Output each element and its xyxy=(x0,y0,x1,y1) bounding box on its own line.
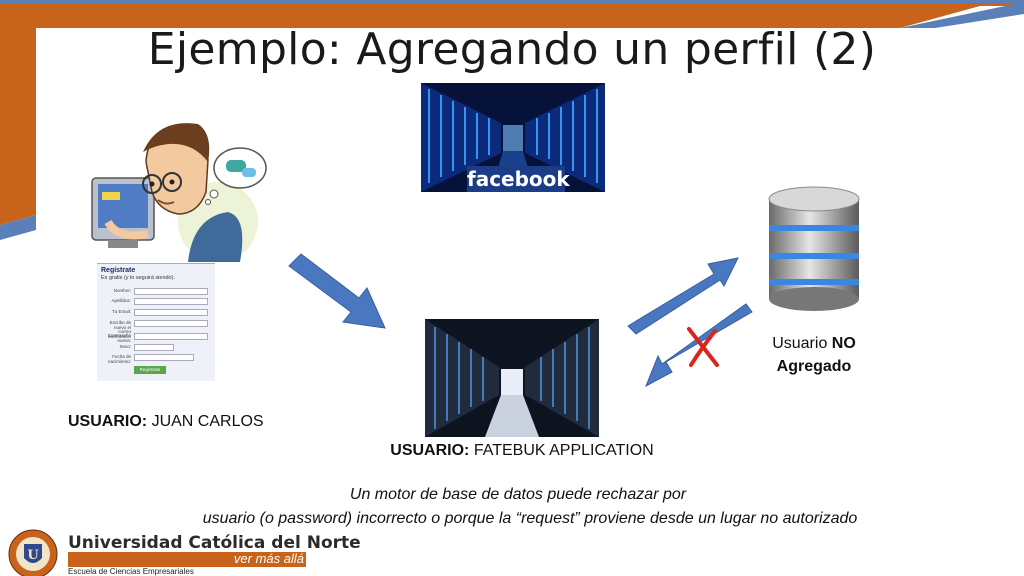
facebook-datacenter-image: facebook xyxy=(421,83,605,192)
form-heading: Regístrate xyxy=(101,267,136,274)
form-field-input xyxy=(134,298,208,305)
form-field-label: Contraseña nueva: xyxy=(107,333,131,343)
user-left-name: JUAN CARLOS xyxy=(151,413,264,430)
form-field-row: Contraseña nueva: xyxy=(101,333,211,343)
form-field-row: Fecha de nacimiento: xyxy=(101,354,211,364)
database-status-caption: Usuario NO Agregado xyxy=(750,332,878,378)
form-field-label: Escribe de nuevo el correo electrónico: xyxy=(107,320,131,339)
university-name: Universidad Católica del Norte xyxy=(68,533,361,553)
explanation-line1: Un motor de base de datos puede rechazar… xyxy=(349,486,687,503)
user-center-name: FATEBUK APPLICATION xyxy=(473,442,654,459)
university-slogan: ver más allá xyxy=(233,551,304,566)
form-field-row: Nombre: xyxy=(101,288,211,296)
user-left-label: USUARIO: xyxy=(68,413,148,430)
user-center-caption: USUARIO: FATEBUK APPLICATION xyxy=(312,442,732,460)
arrow-app-to-database xyxy=(627,257,739,335)
form-field-label: Tu Email: xyxy=(112,309,131,314)
form-submit-button-image: Regístrate xyxy=(134,366,166,374)
database-icon xyxy=(768,186,860,311)
form-field-input xyxy=(134,320,208,327)
university-seal-icon: U xyxy=(8,529,58,576)
status-line2-bold: Agregado xyxy=(776,358,852,375)
form-field-input xyxy=(134,333,208,340)
signup-form-image: Regístrate Es gratis (y lo seguirá siend… xyxy=(97,263,215,381)
form-subheading: Es gratis (y lo seguirá siendo). xyxy=(101,275,175,281)
form-field-row: Escribe de nuevo el correo electrónico: xyxy=(101,320,211,338)
form-field-input xyxy=(134,344,174,351)
app-datacenter-image xyxy=(425,319,599,437)
user-cartoon-image xyxy=(88,122,270,262)
svg-text:U: U xyxy=(27,548,39,563)
form-field-input xyxy=(134,288,208,295)
form-field-input xyxy=(134,309,208,316)
form-field-input xyxy=(134,354,194,361)
university-school: Escuela de Ciencias Empresariales xyxy=(68,567,194,576)
form-field-label: Sexo: xyxy=(119,344,131,349)
user-center-label: USUARIO: xyxy=(390,442,470,459)
user-left-caption: USUARIO: JUAN CARLOS xyxy=(68,413,264,431)
status-line1-bold: NO xyxy=(831,335,856,352)
rejected-cross-icon xyxy=(687,327,719,367)
status-line1-text: Usuario xyxy=(772,335,828,352)
explanation-line2: usuario (o password) incorrecto o porque… xyxy=(202,510,858,527)
form-field-label: Fecha de nacimiento: xyxy=(107,354,131,364)
form-field-row: Apellidos: xyxy=(101,298,211,306)
university-slogan-bar xyxy=(68,552,306,567)
arrow-user-to-app xyxy=(288,253,386,329)
slide-title: Ejemplo: Agregando un perfil (2) xyxy=(147,24,877,75)
form-field-row: Sexo: xyxy=(101,344,211,352)
arrow-database-to-app xyxy=(645,303,753,388)
form-field-row: Tu Email: xyxy=(101,309,211,317)
facebook-logo-label: facebook xyxy=(467,166,570,192)
form-field-label: Apellidos: xyxy=(111,298,131,303)
form-field-label: Nombre: xyxy=(113,288,131,293)
